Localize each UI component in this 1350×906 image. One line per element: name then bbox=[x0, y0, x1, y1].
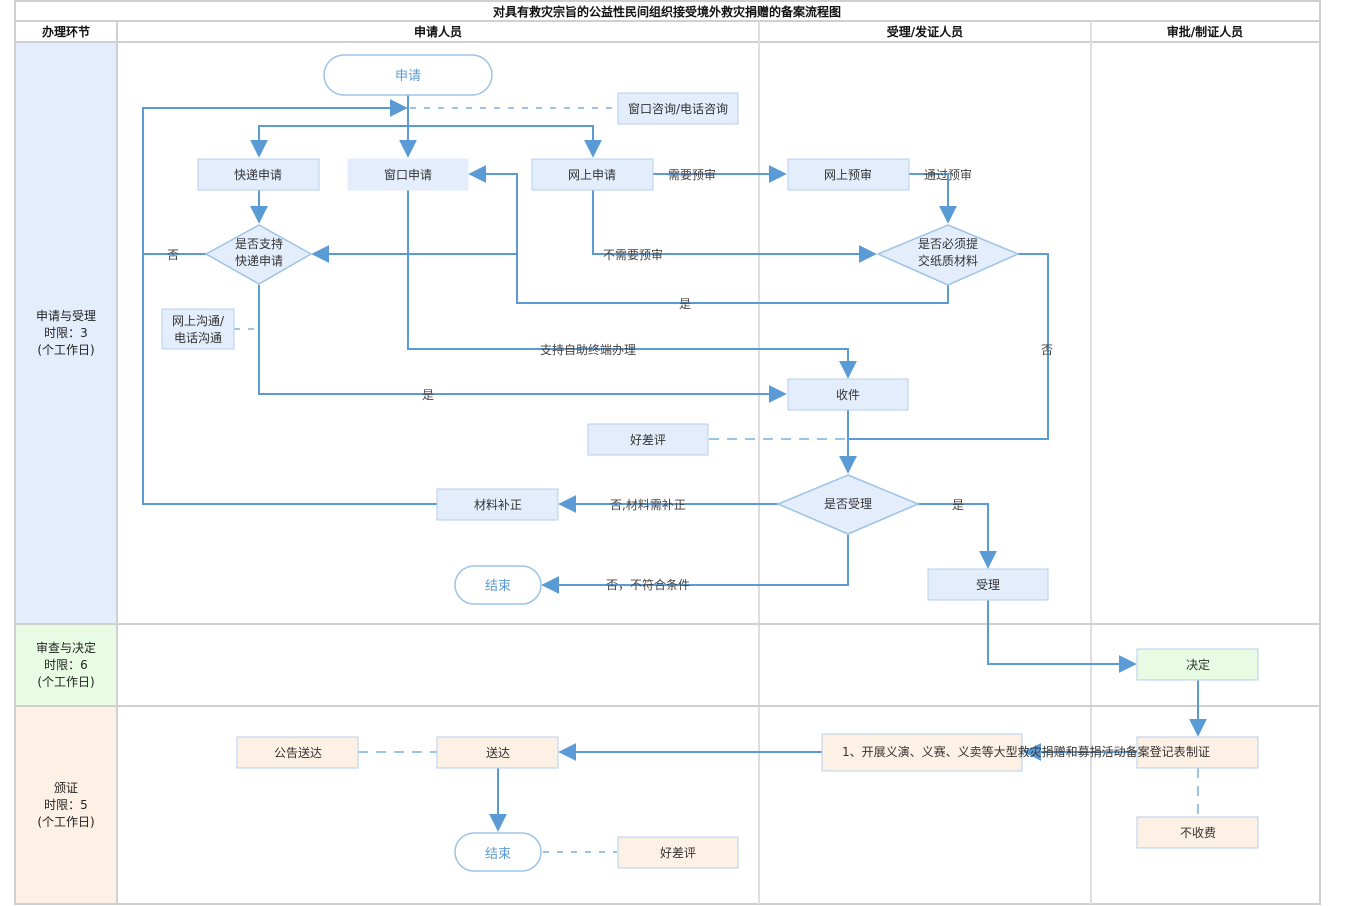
edge-labels: 需要预审 通过预审 不需要预审 否 是 否 支持自助终端办理 是 否,材料需补正… bbox=[167, 167, 1053, 592]
accept-decision[interactable]: 是否受理 bbox=[776, 474, 920, 535]
edge-self-service bbox=[407, 190, 857, 379]
end-terminal-reject[interactable]: 结束 bbox=[454, 565, 542, 605]
svg-text:是否必须提: 是否必须提 bbox=[918, 236, 978, 251]
svg-text:好差评: 好差评 bbox=[660, 846, 696, 860]
label-no-supplement: 否,材料需补正 bbox=[610, 498, 686, 512]
svg-text:(个工作日): (个工作日) bbox=[37, 815, 94, 829]
label-no-precheck: 不需要预审 bbox=[603, 247, 663, 262]
lane-cert-bg bbox=[16, 707, 116, 903]
edge-loop-back bbox=[142, 99, 437, 505]
svg-text:决定: 决定 bbox=[1186, 657, 1210, 672]
registration-form-node[interactable] bbox=[821, 733, 1023, 772]
rating-node-2[interactable]: 好差评 bbox=[617, 836, 739, 869]
svg-text:是否受理: 是否受理 bbox=[824, 497, 872, 511]
svg-text:结束: 结束 bbox=[485, 847, 511, 862]
decide-node[interactable]: 决定 bbox=[1136, 648, 1259, 681]
svg-text:审查与决定: 审查与决定 bbox=[36, 640, 96, 655]
online-apply-node[interactable]: 网上申请 bbox=[531, 158, 654, 191]
svg-text:送达: 送达 bbox=[486, 745, 510, 760]
express-apply-node[interactable]: 快递申请 bbox=[197, 158, 320, 191]
label-not-qualified: 否，不符合条件 bbox=[606, 577, 690, 592]
lane-label-apply: 申请与受理 时限：3 (个工作日) bbox=[36, 309, 96, 357]
svg-text:收件: 收件 bbox=[836, 388, 860, 402]
svg-text:是否支持: 是否支持 bbox=[235, 236, 283, 251]
svg-text:时限：5: 时限：5 bbox=[44, 798, 88, 812]
end-terminal-final[interactable]: 结束 bbox=[454, 832, 542, 872]
svg-text:申请: 申请 bbox=[395, 69, 421, 84]
accept-node[interactable]: 受理 bbox=[927, 568, 1049, 601]
svg-text:申请与受理: 申请与受理 bbox=[36, 309, 96, 323]
rating-node-1[interactable]: 好差评 bbox=[587, 423, 709, 456]
label-no-express: 否 bbox=[167, 248, 179, 262]
svg-text:颁证: 颁证 bbox=[54, 780, 78, 795]
svg-text:电话沟通: 电话沟通 bbox=[174, 331, 222, 345]
lane-apply-bg bbox=[16, 43, 116, 623]
svg-text:快递申请: 快递申请 bbox=[234, 168, 282, 182]
svg-text:网上沟通/: 网上沟通/ bbox=[172, 314, 225, 328]
online-comm-node[interactable]: 网上沟通/ 电话沟通 bbox=[161, 308, 235, 350]
edge-yes-paper bbox=[468, 165, 949, 304]
label-pass-precheck: 通过预审 bbox=[924, 167, 972, 182]
column-header-approver: 审批/制证人员 bbox=[1167, 24, 1243, 39]
window-apply-node[interactable]: 窗口申请 bbox=[347, 158, 469, 191]
label-yes-express: 是 bbox=[422, 388, 434, 402]
start-terminal[interactable]: 申请 bbox=[323, 54, 493, 96]
svg-text:受理: 受理 bbox=[976, 578, 1000, 592]
svg-text:交纸质材料: 交纸质材料 bbox=[918, 253, 978, 268]
svg-text:网上申请: 网上申请 bbox=[568, 168, 616, 182]
online-precheck-node[interactable]: 网上预审 bbox=[787, 158, 910, 191]
svg-text:快递申请: 快递申请 bbox=[235, 254, 283, 268]
table-grid bbox=[14, 0, 1321, 905]
column-header-acceptor: 受理/发证人员 bbox=[887, 24, 963, 39]
lane-review-bg bbox=[16, 625, 116, 705]
edge-yes-express bbox=[258, 285, 787, 403]
svg-text:窗口咨询/电话咨询: 窗口咨询/电话咨询 bbox=[628, 101, 728, 116]
edge-pass-precheck bbox=[909, 173, 957, 224]
edge-branch-express bbox=[250, 125, 408, 158]
svg-text:(个工作日): (个工作日) bbox=[37, 343, 94, 357]
edge-branch-online bbox=[408, 125, 602, 158]
notice-deliver-node[interactable]: 公告送达 bbox=[236, 736, 359, 769]
svg-text:好差评: 好差评 bbox=[630, 433, 666, 447]
svg-text:制证: 制证 bbox=[1186, 745, 1210, 759]
label-self-service: 支持自助终端办理 bbox=[540, 342, 636, 357]
edge-not-qualified bbox=[541, 535, 849, 594]
column-header-stage: 办理环节 bbox=[42, 24, 90, 39]
deliver-node[interactable]: 送达 bbox=[436, 736, 559, 769]
svg-text:不收费: 不收费 bbox=[1180, 826, 1216, 840]
svg-text:网上预审: 网上预审 bbox=[824, 167, 872, 182]
certify-node[interactable]: 制证 bbox=[1136, 736, 1259, 769]
edge-accept-decide bbox=[987, 600, 1137, 673]
label-no-paper: 否 bbox=[1041, 343, 1053, 357]
lane-label-certificate: 颁证 时限：5 (个工作日) bbox=[37, 780, 94, 829]
diagram-title: 对具有救灾宗旨的公益性民间组织接受境外救灾捐赠的备案流程图 bbox=[493, 4, 841, 19]
label-yes-paper: 是 bbox=[679, 297, 691, 311]
svg-text:时限：3: 时限：3 bbox=[44, 326, 88, 340]
supplement-node[interactable]: 材料补正 bbox=[436, 488, 559, 521]
column-header-applicant: 申请人员 bbox=[414, 24, 462, 39]
lane-label-review: 审查与决定 时限：6 (个工作日) bbox=[36, 640, 96, 689]
svg-text:窗口申请: 窗口申请 bbox=[384, 168, 432, 182]
svg-text:材料补正: 材料补正 bbox=[474, 498, 522, 512]
edges bbox=[142, 95, 1207, 853]
svg-text:(个工作日): (个工作日) bbox=[37, 675, 94, 689]
label-yes-accept: 是 bbox=[952, 498, 964, 512]
need-paper-decision[interactable]: 是否必须提 交纸质材料 bbox=[876, 224, 1020, 286]
edge-no-paper bbox=[848, 253, 1049, 440]
edge-no-precheck bbox=[592, 190, 877, 263]
support-express-decision[interactable]: 是否支持 快递申请 bbox=[204, 224, 313, 285]
svg-text:公告送达: 公告送达 bbox=[274, 745, 322, 760]
consult-node[interactable]: 窗口咨询/电话咨询 bbox=[617, 92, 739, 125]
edge-yes-accept bbox=[918, 503, 997, 569]
label-need-precheck: 需要预审 bbox=[668, 167, 716, 182]
svg-text:结束: 结束 bbox=[485, 579, 511, 594]
receive-node[interactable]: 收件 bbox=[787, 378, 909, 411]
svg-text:时限：6: 时限：6 bbox=[44, 658, 88, 672]
registration-form-label: 1、开展义演、义赛、义卖等大型救灾捐赠和募捐活动备案登记表 bbox=[842, 744, 1186, 759]
no-fee-node[interactable]: 不收费 bbox=[1136, 816, 1259, 849]
